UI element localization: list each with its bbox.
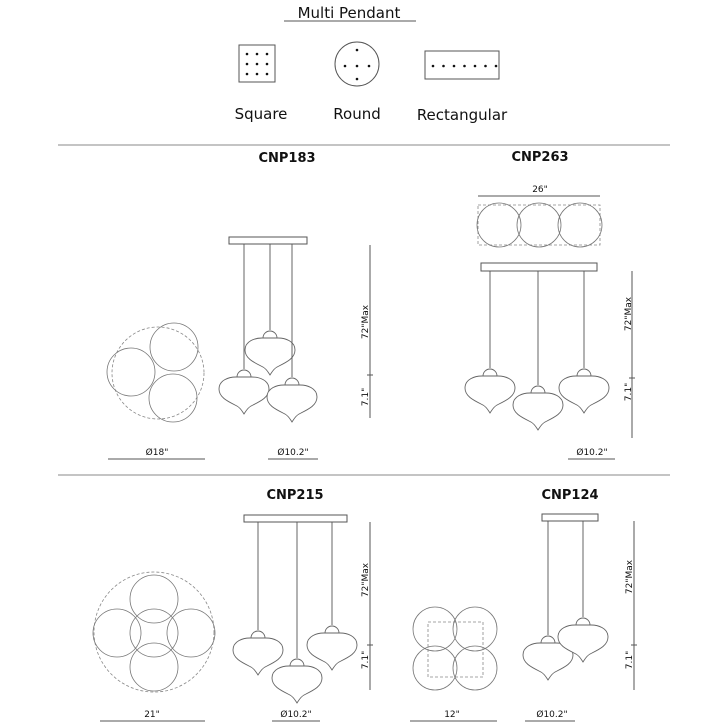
- canopy: [243, 514, 348, 523]
- top-view: [412, 606, 498, 691]
- side-view: [218, 244, 318, 423]
- canopy: [228, 236, 308, 245]
- mount-point-dot: [473, 64, 477, 68]
- pendant-shade: [522, 635, 574, 681]
- top-dimension: 21": [144, 710, 160, 720]
- product-cnp124: CNP124 12" 72"Max 7.1" Ø10.2": [410, 488, 637, 722]
- product-cnp215: CNP215 21" 72"Max 7.1" Ø10.2": [92, 488, 373, 722]
- mount-point-dot: [255, 72, 259, 76]
- pendant-diameter: Ø10.2": [277, 447, 308, 458]
- mount-point-dot: [431, 64, 435, 68]
- drop-length: 72"Max: [361, 562, 371, 597]
- product-cnp263: CNP263 26" 72"Max 7.1" Ø10.2": [464, 150, 635, 460]
- pendant-height: 7.1": [361, 388, 371, 406]
- rectangular-canopy-icon: [424, 50, 500, 80]
- side-view: [232, 522, 358, 704]
- pendant-shade: [464, 368, 516, 414]
- pendant-shade: [306, 625, 358, 671]
- pendant-shade: [232, 630, 284, 676]
- top-view: [476, 202, 603, 248]
- pendant-diameter: Ø10.2": [536, 709, 567, 720]
- pendant-diameter: Ø10.2": [280, 709, 311, 720]
- mount-point-dot: [494, 64, 498, 68]
- pendant-shade: [557, 617, 609, 663]
- product-code: CNP183: [258, 151, 315, 166]
- mount-point-dot: [265, 52, 269, 56]
- mount-point-dot: [265, 72, 269, 76]
- canopy: [541, 513, 599, 522]
- round-canopy-icon: [334, 41, 380, 87]
- pendant-shade: [266, 377, 318, 423]
- top-dimension: Ø18": [146, 447, 169, 458]
- square-canopy-icon: [238, 44, 276, 83]
- pendant-shade: [271, 658, 323, 704]
- mount-point-dot: [442, 64, 445, 68]
- mount-point-dot: [255, 52, 259, 56]
- product-code: CNP263: [511, 150, 568, 165]
- drop-length: 72"Max: [361, 304, 371, 339]
- pendant-shade: [512, 385, 564, 431]
- pendant-shade: [218, 369, 270, 415]
- top-view: [92, 571, 216, 693]
- pendant-diameter: Ø10.2": [576, 447, 607, 458]
- pendant-height: 7.1": [361, 651, 371, 669]
- mount-point-dot: [463, 64, 466, 68]
- mount-point-dot: [245, 72, 249, 76]
- mount-point-dot: [265, 62, 269, 66]
- top-view: [106, 322, 205, 423]
- product-code: CNP215: [266, 488, 323, 503]
- side-view: [464, 271, 610, 431]
- mount-point-dot: [245, 52, 249, 56]
- mount-point-dot: [255, 62, 259, 66]
- canopy: [480, 262, 598, 272]
- pendant-height: 7.1": [624, 383, 634, 401]
- page-title: Multi Pendant: [298, 4, 401, 22]
- mount-point-dot: [484, 64, 487, 68]
- shape-label-round: Round: [333, 105, 380, 123]
- drop-length: 72"Max: [625, 559, 635, 594]
- product-code: CNP124: [541, 488, 598, 503]
- product-cnp183: CNP183 Ø18" 72"Max 7.1" Ø10.2": [106, 151, 373, 460]
- mount-point-dot: [452, 64, 456, 68]
- mount-point-dot: [245, 62, 249, 66]
- pendant-height: 7.1": [625, 651, 635, 669]
- top-dimension: 12": [444, 710, 460, 720]
- side-view: [522, 521, 609, 681]
- drop-length: 72"Max: [624, 296, 634, 331]
- pendant-shade: [558, 368, 610, 414]
- top-dimension: 26": [532, 185, 548, 195]
- pendant-shade: [244, 330, 296, 376]
- shape-label-square: Square: [235, 105, 288, 123]
- shape-label-rectangular: Rectangular: [417, 106, 508, 124]
